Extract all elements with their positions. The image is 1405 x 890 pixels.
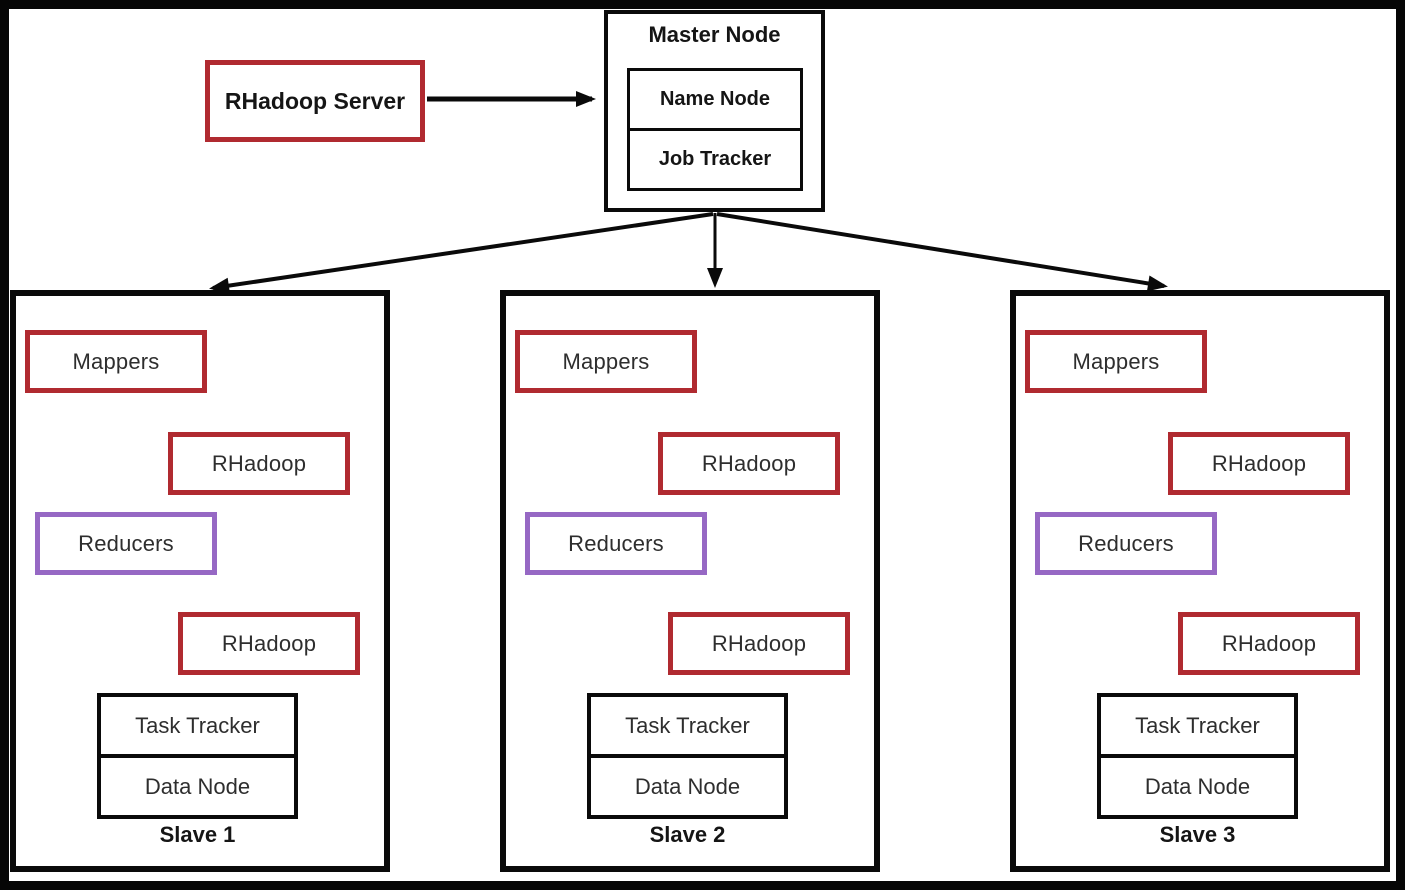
job-tracker-box: Job Tracker: [627, 128, 803, 191]
data-node-box: Data Node: [144, 773, 251, 799]
rhadoop-box: RHadoop: [1168, 432, 1350, 495]
slave-label: Slave 2: [649, 822, 726, 847]
slave-1-box: Mappers RHadoop Reducers RHadoop Task Tr…: [10, 290, 390, 872]
rhadoop-box: RHadoop: [168, 432, 350, 495]
rhadoop-box: RHadoop: [178, 612, 360, 675]
slave-2-box: Mappers RHadoop Reducers RHadoop Task Tr…: [500, 290, 880, 872]
mappers-box: Mappers: [25, 330, 207, 393]
mappers-box: Mappers: [515, 330, 697, 393]
task-tracker-box: Task Tracker: [1101, 697, 1294, 758]
slave-label: Slave 1: [159, 822, 236, 847]
tracker-stack: Task Tracker Data Node: [1097, 693, 1298, 819]
slave-3-box: Mappers RHadoop Reducers RHadoop Task Tr…: [1010, 290, 1390, 872]
rhadoop-box: RHadoop: [668, 612, 850, 675]
reducers-box: Reducers: [525, 512, 707, 575]
rhadoop-box: RHadoop: [658, 432, 840, 495]
data-node-box: Data Node: [634, 773, 741, 799]
reducers-box: Reducers: [1035, 512, 1217, 575]
mappers-box: Mappers: [1025, 330, 1207, 393]
slave-label: Slave 3: [1159, 822, 1236, 847]
data-node-box: Data Node: [1144, 773, 1251, 799]
rhadoop-server-box: RHadoop Server: [205, 60, 425, 142]
tracker-stack: Task Tracker Data Node: [587, 693, 788, 819]
master-node-title: Master Node: [648, 22, 781, 47]
master-node-box: Master Node Name Node Job Tracker: [604, 10, 825, 212]
task-tracker-box: Task Tracker: [591, 697, 784, 758]
reducers-box: Reducers: [35, 512, 217, 575]
name-node-box: Name Node: [627, 68, 803, 131]
tracker-stack: Task Tracker Data Node: [97, 693, 298, 819]
rhadoop-box: RHadoop: [1178, 612, 1360, 675]
task-tracker-box: Task Tracker: [101, 697, 294, 758]
